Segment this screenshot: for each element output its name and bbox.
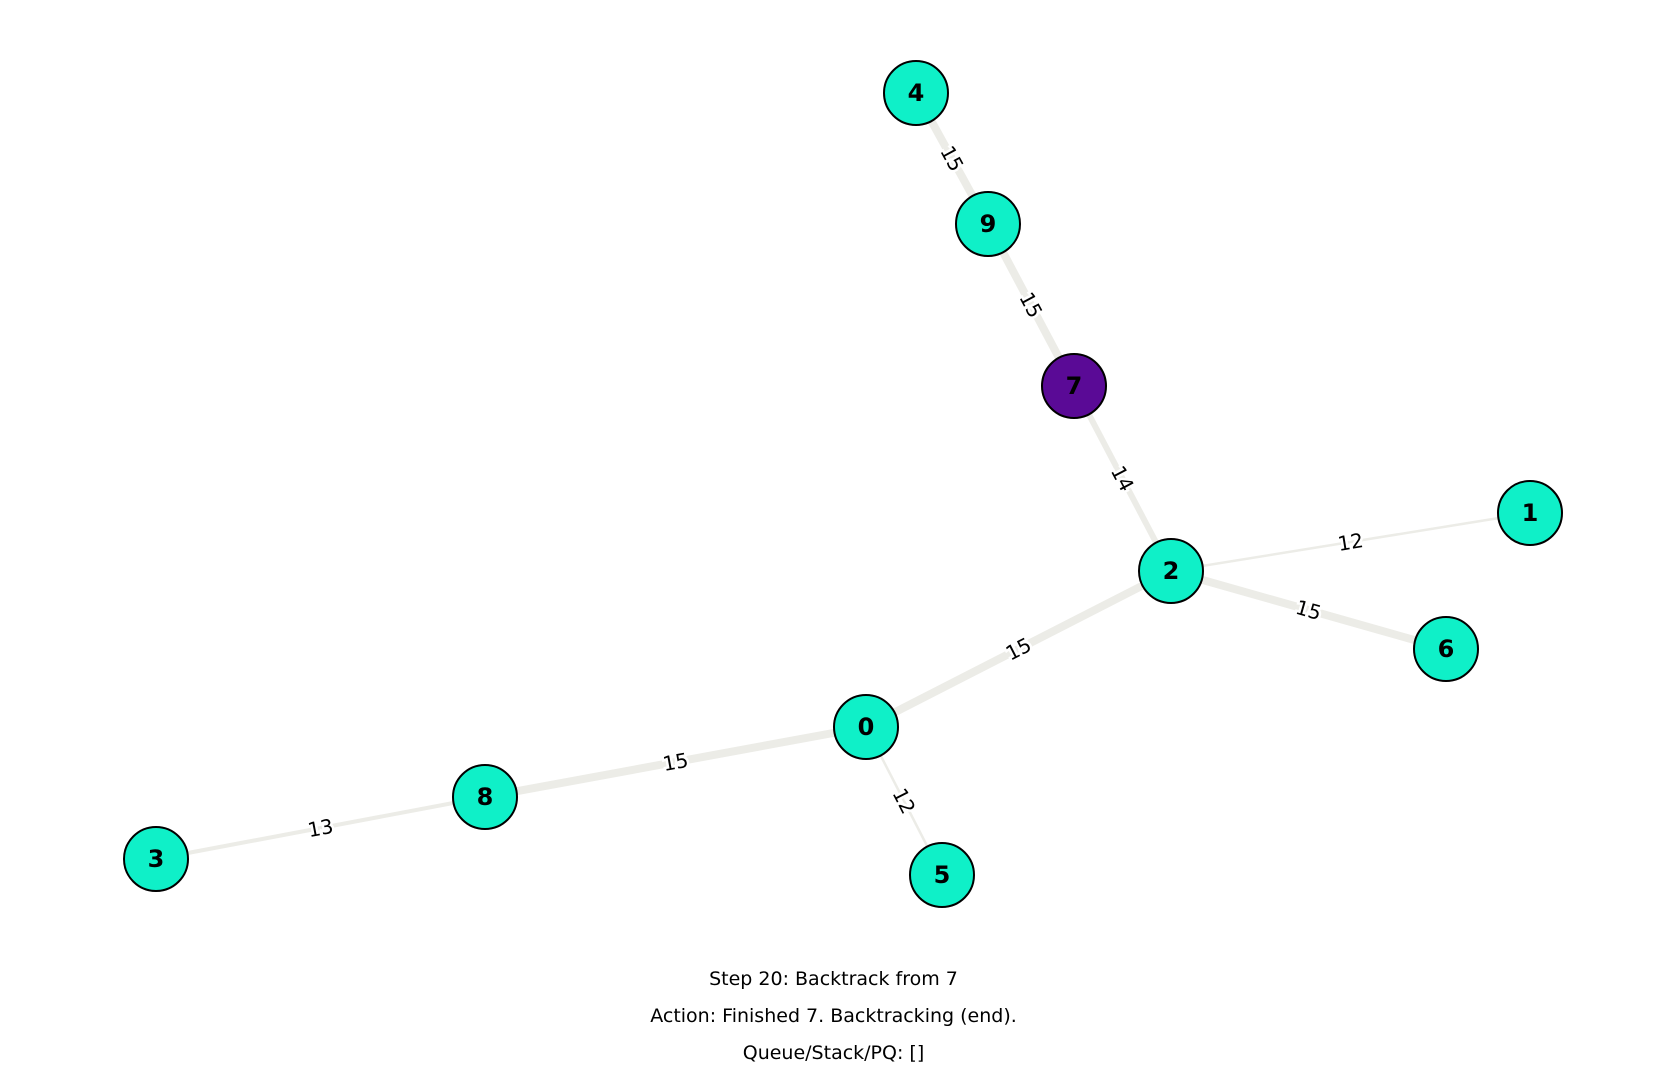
node-circle [123,826,189,892]
edge-2-6 [1167,567,1450,653]
edge-weight-label: 15 [1014,288,1047,322]
node-2: 2 [1138,538,1204,604]
node-circle [1413,616,1479,682]
node-1: 1 [1497,480,1563,546]
node-label: 0 [858,713,875,741]
node-circle [1497,480,1563,546]
node-label: 3 [148,845,165,873]
node-label: 4 [908,79,925,107]
node-circle [883,60,949,126]
node-circle [1041,353,1107,419]
edge-8-3 [154,795,487,861]
edge-weight-label: 12 [1336,528,1365,556]
node-0: 0 [833,694,899,760]
node-3: 3 [123,826,189,892]
node-label: 2 [1163,557,1180,585]
edge-2-0 [862,567,1175,731]
step-caption: Step 20: Backtrack from 7 [709,968,958,990]
node-4: 4 [883,60,949,126]
node-label: 1 [1522,499,1539,527]
edge-weight-label: 12 [888,784,921,818]
edge-weight-label: 15 [935,142,968,176]
edge-weight-label: 15 [661,748,690,776]
edge-7-2 [1071,383,1174,574]
node-8: 8 [452,764,518,830]
node-label: 8 [477,783,494,811]
node-9: 9 [955,191,1021,257]
edge-weight-label: 15 [1002,633,1036,666]
queue-caption: Queue/Stack/PQ: [] [742,1042,925,1064]
node-6: 6 [1413,616,1479,682]
edge-weight-label: 14 [1106,462,1139,496]
node-label: 6 [1438,635,1455,663]
node-circle [955,191,1021,257]
node-circle [452,764,518,830]
action-caption: Action: Finished 7. Backtracking (end). [650,1005,1017,1027]
node-circle [833,694,899,760]
node-7: 7 [1041,353,1107,419]
edge-weight-label: 13 [306,814,335,842]
edges-layer [154,89,1532,877]
node-label: 7 [1066,372,1083,400]
node-label: 9 [980,210,997,238]
node-label: 5 [934,861,951,889]
edge-2-1 [1169,511,1532,573]
node-circle [1138,538,1204,604]
node-circle [909,842,975,908]
node-5: 5 [909,842,975,908]
edge-weight-label: 15 [1293,595,1324,625]
edge-0-8 [481,723,870,801]
